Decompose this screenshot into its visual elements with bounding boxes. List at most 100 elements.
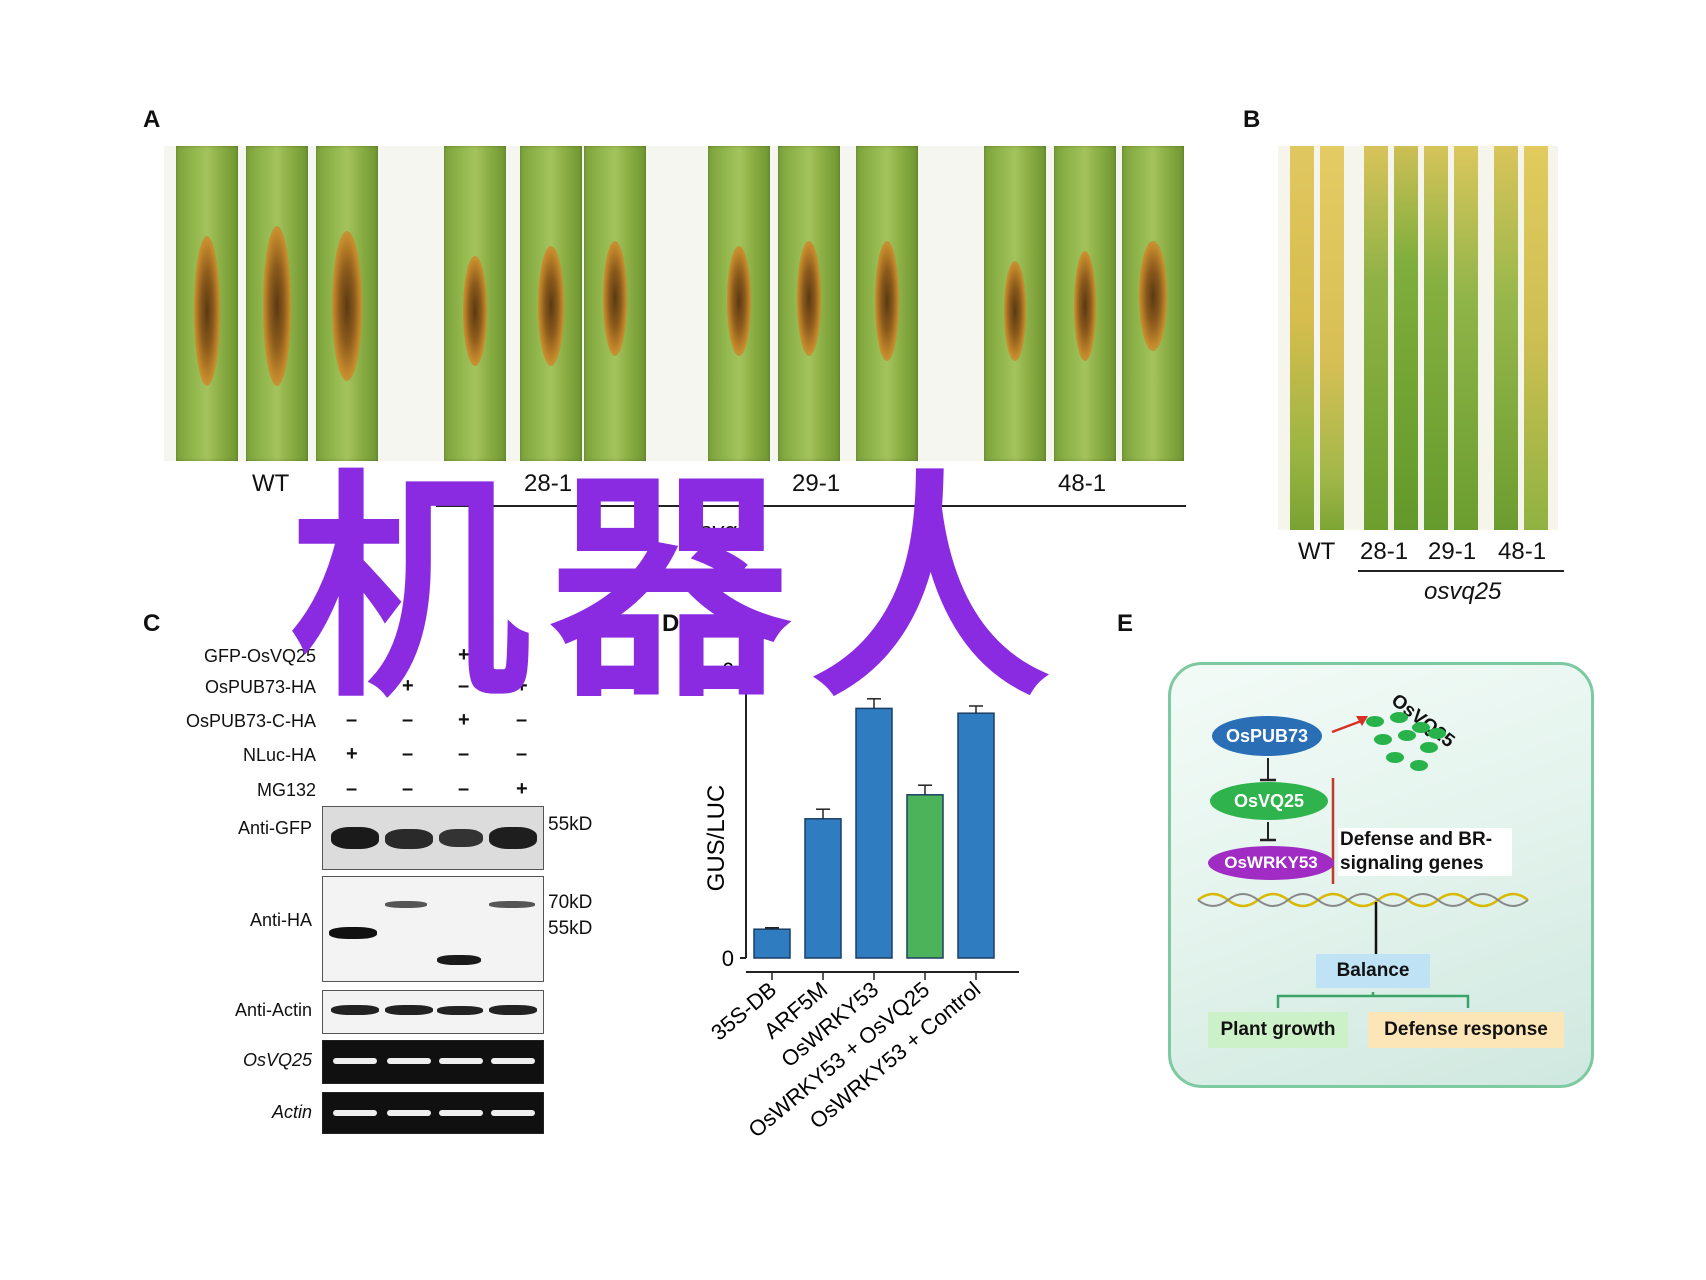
c-sign: + <box>516 778 528 800</box>
c-row-label-3: OsPUB73-C-HA <box>185 711 316 731</box>
leaf-a-7 <box>708 146 770 461</box>
leaf-b-3 <box>1364 146 1388 530</box>
marker-55kd-gfp: 55kD <box>548 814 593 835</box>
c-sign: – <box>516 743 528 765</box>
b-label-29-1: 29-1 <box>1428 538 1477 565</box>
b-genotype-line <box>1358 570 1564 572</box>
leaf-b-8 <box>1524 146 1548 530</box>
e-target-genes: Defense and BR- signaling genes <box>1338 828 1512 876</box>
leaf-a-11 <box>1054 146 1116 461</box>
c-sign: + <box>458 709 470 731</box>
leaf-b-1 <box>1290 146 1314 530</box>
e-plant-growth-box: Plant growth <box>1208 1012 1348 1048</box>
blot-label-osvq25: OsVQ25 <box>242 1050 312 1070</box>
blot-label-anti-actin: Anti-Actin <box>234 1000 312 1020</box>
e-arrows <box>1197 716 1529 1008</box>
c-sign: – <box>458 778 470 800</box>
e-dot <box>1420 742 1438 753</box>
e-dot <box>1366 716 1384 727</box>
leaf-a-2 <box>246 146 308 461</box>
c-sign: – <box>402 709 414 731</box>
e-dot <box>1390 712 1408 723</box>
panel-label-d: D <box>662 610 680 637</box>
e-balance-box: Balance <box>1316 954 1430 988</box>
bar <box>855 707 893 959</box>
panel-label-b: B <box>1243 106 1261 133</box>
a-genotype-line <box>436 505 1186 507</box>
c-sign: – <box>458 743 470 765</box>
leaf-b-4 <box>1394 146 1418 530</box>
b-label-28-1: 28-1 <box>1360 538 1409 565</box>
bar <box>906 794 944 959</box>
c-row-label-4: NLuc-HA <box>242 745 316 765</box>
a-label-48-1: 48-1 <box>1058 470 1107 497</box>
c-sign: – <box>458 675 470 697</box>
panel-label-a: A <box>143 106 161 133</box>
c-sign: + <box>402 675 414 697</box>
e-dot <box>1386 752 1404 763</box>
b-label-wt: WT <box>1298 538 1336 565</box>
bar <box>804 818 842 959</box>
watermark-text: 机器人 <box>290 450 1071 730</box>
leaf-b-6 <box>1454 146 1478 530</box>
c-sign: + <box>458 644 470 666</box>
panel-label-c: C <box>143 610 161 637</box>
blot-anti-gfp <box>322 806 544 870</box>
e-ospub73-node: OsPUB73 <box>1212 716 1322 756</box>
e-dot <box>1428 728 1446 739</box>
a-label-wt: WT <box>252 470 290 497</box>
e-osvq25-node: OsVQ25 <box>1210 782 1328 820</box>
leaf-b-7 <box>1494 146 1518 530</box>
leaf-a-4 <box>444 146 506 461</box>
a-genotype-label: osvq25 <box>686 518 764 545</box>
e-dot <box>1374 734 1392 745</box>
c-sign: + <box>346 644 358 666</box>
a-label-28-1: 28-1 <box>524 470 573 497</box>
e-defense-response-box: Defense response <box>1368 1012 1564 1048</box>
leaf-a-5 <box>520 146 582 461</box>
blot-label-anti-gfp: Anti-GFP <box>237 818 312 838</box>
leaf-b-5 <box>1424 146 1448 530</box>
blot-anti-ha <box>322 876 544 982</box>
leaf-b-2 <box>1320 146 1344 530</box>
leaf-a-1 <box>176 146 238 461</box>
c-sign: + <box>516 675 528 697</box>
c-sign: + <box>402 644 414 666</box>
leaf-a-6 <box>584 146 646 461</box>
blot-label-actin: Actin <box>271 1102 312 1122</box>
c-sign: + <box>346 675 358 697</box>
blot-label-anti-ha: Anti-HA <box>249 910 312 930</box>
leaf-a-12 <box>1122 146 1184 461</box>
y-tick-label: 0 <box>722 946 734 971</box>
blot-actin-rtpcr <box>322 1092 544 1134</box>
c-sign: – <box>346 778 358 800</box>
leaf-a-8 <box>778 146 840 461</box>
c-row-label-1: GFP-OsVQ25 <box>203 646 316 666</box>
c-sign: – <box>402 743 414 765</box>
c-sign: + <box>346 743 358 765</box>
c-sign: + <box>516 644 528 666</box>
e-dot <box>1412 722 1430 733</box>
leaf-a-3 <box>316 146 378 461</box>
e-oswrky53-node: OsWRKY53 <box>1208 846 1334 880</box>
a-label-29-1: 29-1 <box>792 470 841 497</box>
bar <box>957 712 995 959</box>
leaf-a-10 <box>984 146 1046 461</box>
leaf-a-9 <box>856 146 918 461</box>
b-genotype-label: osvq25 <box>1424 578 1502 605</box>
marker-70kd: 70kD <box>548 892 593 913</box>
blot-anti-actin <box>322 990 544 1034</box>
blot-osvq25-rtpcr <box>322 1040 544 1084</box>
c-sign: – <box>402 778 414 800</box>
c-sign: – <box>516 709 528 731</box>
y-axis-label: GUS/LUC <box>703 785 730 892</box>
bar <box>753 928 791 959</box>
marker-55kd-ha: 55kD <box>548 918 593 939</box>
panel-label-e: E <box>1117 610 1134 637</box>
e-dot <box>1410 760 1428 771</box>
c-row-label-2: OsPUB73-HA <box>204 677 316 697</box>
c-sign: – <box>346 709 358 731</box>
b-label-48-1: 48-1 <box>1498 538 1547 565</box>
e-dot <box>1398 730 1416 741</box>
